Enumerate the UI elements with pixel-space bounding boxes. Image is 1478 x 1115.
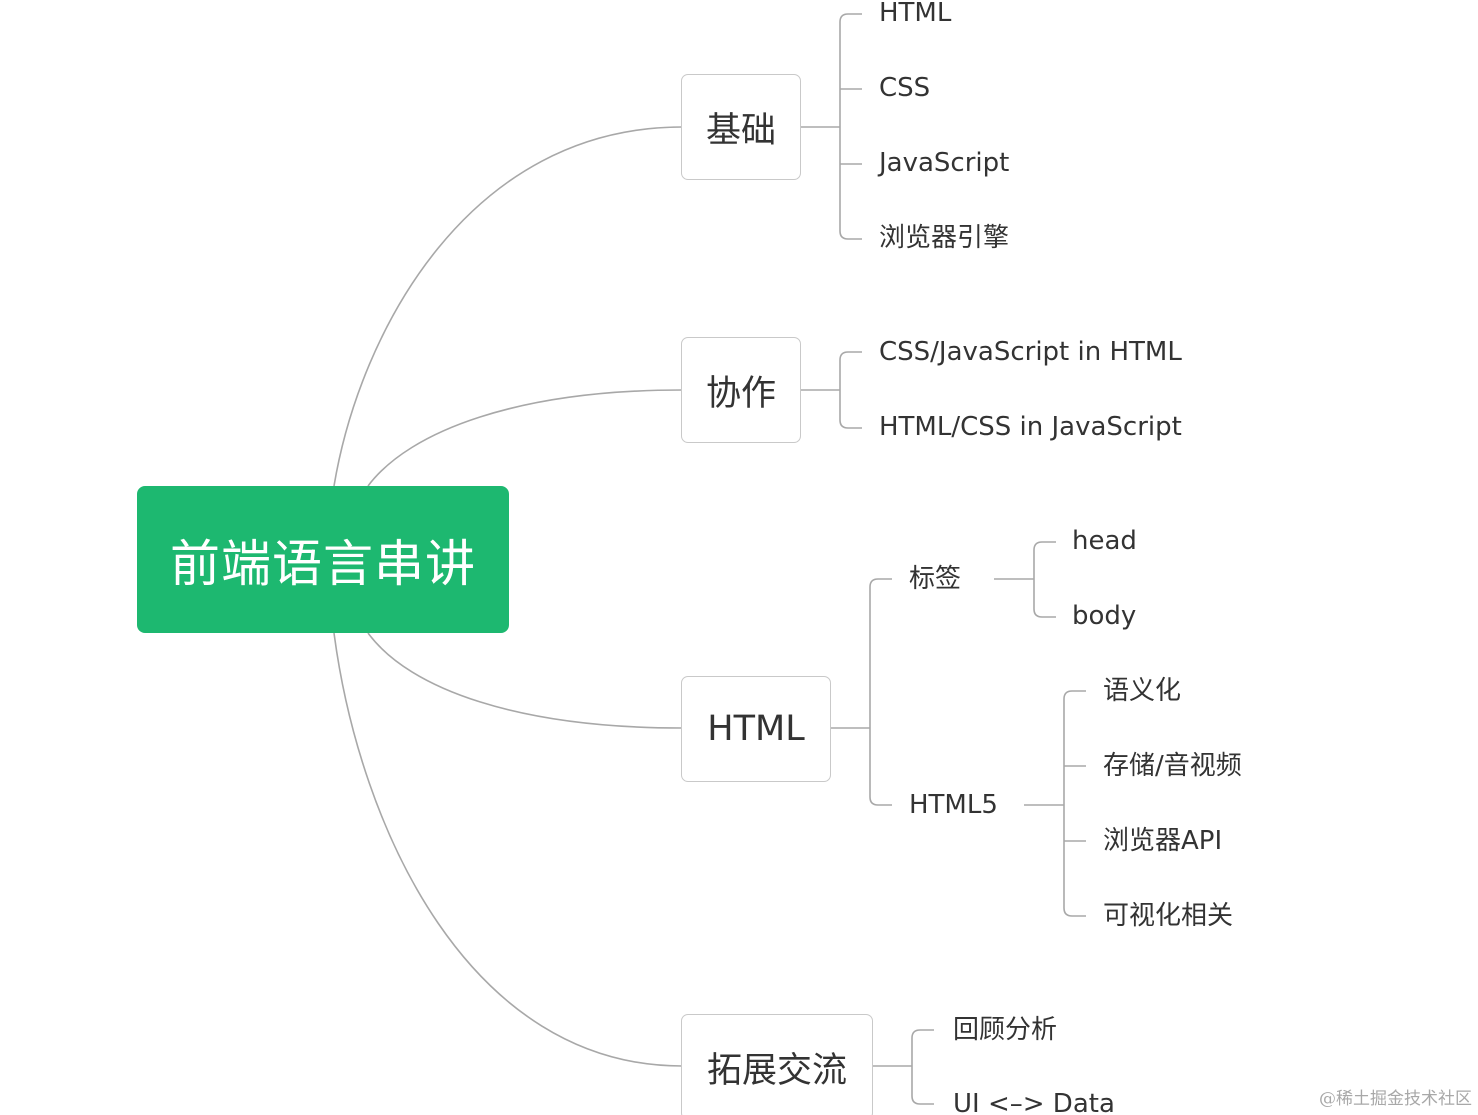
leaf-node[interactable]: HTML: [879, 0, 952, 28]
edge-root-xiezuo: [367, 389, 683, 487]
leaf-node[interactable]: head: [1072, 526, 1137, 556]
edge-root-jichu: [333, 126, 683, 487]
branch-node-tuozhan[interactable]: 拓展交流: [681, 1014, 873, 1115]
bracket-html5: [1024, 690, 1086, 917]
branch-node-xiezuo[interactable]: 协作: [681, 337, 801, 443]
branch-label: HTML: [707, 709, 805, 749]
leaf-node[interactable]: HTML/CSS in JavaScript: [879, 412, 1182, 442]
edge-root-html: [367, 632, 683, 729]
branch-node-html[interactable]: HTML: [681, 676, 831, 782]
root-node-label: 前端语言串讲: [170, 534, 476, 593]
bracket-xiezuo: [800, 351, 862, 429]
watermark-text: @稀土掘金技术社区: [1319, 1089, 1472, 1109]
leaf-node[interactable]: 可视化相关: [1103, 901, 1234, 931]
branch-node-jichu[interactable]: 基础: [681, 74, 801, 180]
leaf-node[interactable]: JavaScript: [879, 148, 1010, 178]
subgroup-node-html5[interactable]: HTML5: [909, 790, 998, 820]
branch-label: 拓展交流: [706, 1050, 847, 1091]
branch-label: 协作: [705, 373, 776, 414]
root-node[interactable]: 前端语言串讲: [137, 486, 509, 633]
bracket-tuozhan: [872, 1029, 934, 1105]
leaf-node[interactable]: 存储/音视频: [1103, 751, 1242, 781]
leaf-node[interactable]: UI <–> Data: [953, 1089, 1115, 1115]
leaf-node[interactable]: CSS/JavaScript in HTML: [879, 337, 1182, 367]
leaf-node[interactable]: 语义化: [1103, 676, 1182, 706]
leaf-node[interactable]: CSS: [879, 73, 931, 103]
bracket-biaoqian: [994, 541, 1056, 618]
leaf-node[interactable]: 浏览器API: [1103, 826, 1223, 856]
leaf-node[interactable]: body: [1072, 601, 1137, 631]
branch-label: 基础: [705, 110, 776, 151]
leaf-node[interactable]: 回顾分析: [953, 1015, 1058, 1045]
bracket-jichu: [800, 13, 862, 240]
edge-root-tuozhan: [333, 632, 683, 1067]
bracket-html: [830, 578, 892, 806]
leaf-node[interactable]: 浏览器引擎: [879, 223, 1010, 253]
subgroup-node-biaoqian[interactable]: 标签: [909, 564, 962, 594]
